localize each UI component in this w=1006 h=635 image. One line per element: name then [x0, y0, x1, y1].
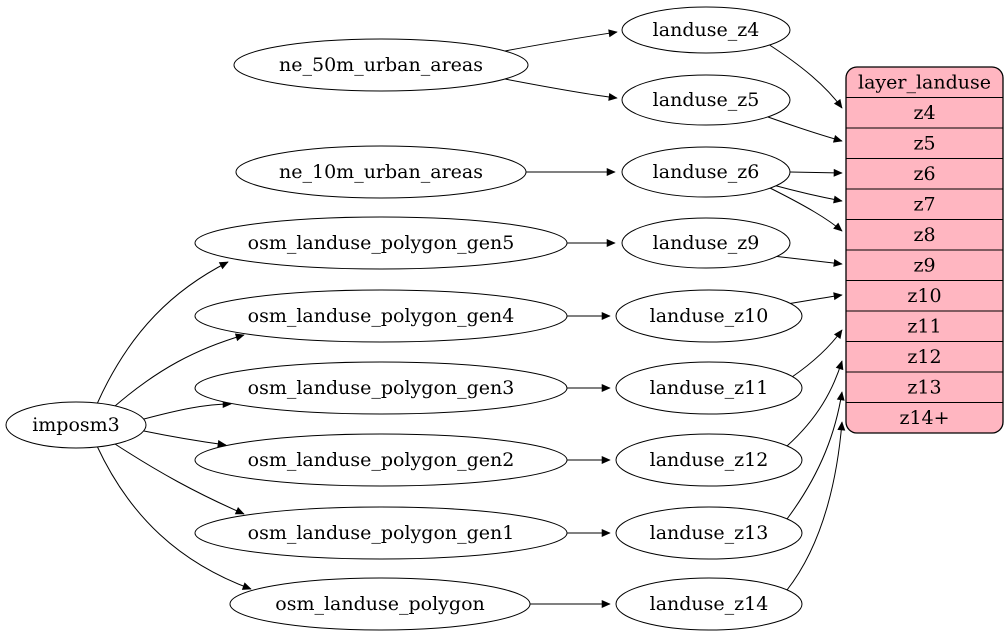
node-landuse_z13-shape	[615, 506, 803, 560]
edge-layer	[96, 29, 846, 608]
node-landuse_z5: landuse_z5	[621, 74, 791, 126]
table-row-label-z5: z5	[913, 133, 935, 155]
edge-imposm3-to-osm_landuse_polygon_gen5	[96, 261, 229, 405]
edge-landuse_z6-to-row-z6	[789, 168, 843, 177]
edge-landuse_z6-to-row-z8	[767, 186, 843, 232]
node-landuse_z4-label: landuse_z4	[653, 19, 760, 41]
edge-landuse_z12-to-row-z12	[786, 360, 844, 447]
node-ne_50m_urban_areas: ne_50m_urban_areas	[233, 38, 529, 92]
table-row-label-z12: z12	[907, 346, 941, 368]
node-osm_landuse_polygon_gen4-shape	[194, 289, 568, 343]
edge-landuse_z13-to-row-z13	[786, 391, 845, 520]
node-osm_landuse_polygon-label: osm_landuse_polygon	[275, 593, 485, 615]
table-row-label-z9: z9	[913, 255, 935, 277]
node-osm_landuse_polygon_gen2-shape	[194, 433, 568, 487]
node-landuse_z10-shape	[615, 289, 803, 343]
node-osm_landuse_polygon_gen1-label: osm_landuse_polygon_gen1	[248, 522, 515, 544]
node-landuse_z9: landuse_z9	[621, 217, 791, 269]
node-osm_landuse_polygon_gen2: osm_landuse_polygon_gen2	[194, 433, 568, 487]
node-landuse_z9-label: landuse_z9	[653, 232, 760, 254]
node-imposm3: imposm3	[5, 401, 147, 449]
node-ne_10m_urban_areas: ne_10m_urban_areas	[235, 145, 527, 199]
node-landuse_z4-shape	[621, 6, 791, 54]
table-title: layer_landuse	[858, 72, 991, 94]
edge-ne_50m_urban_areas-to-landuse_z5	[504, 78, 618, 101]
edge-landuse_z14-to-row-z14plus	[786, 421, 846, 591]
node-landuse_z13-label: landuse_z13	[650, 522, 769, 544]
node-osm_landuse_polygon_gen1: osm_landuse_polygon_gen1	[194, 506, 568, 560]
edge-imposm3-to-osm_landuse_polygon	[96, 445, 252, 590]
table-row-label-z4: z4	[913, 102, 935, 124]
table-row-label-z6: z6	[913, 163, 935, 185]
edge-imposm3-to-osm_landuse_polygon_gen3	[143, 400, 232, 420]
edge-landuse_z5-to-row-z5	[767, 116, 843, 143]
table-row-label-z10: z10	[907, 285, 941, 307]
table-row-label-z13: z13	[907, 377, 941, 399]
edge-landuse_z11-to-row-z11	[791, 329, 843, 378]
table-row-label-z11: z11	[907, 316, 941, 338]
edge-imposm3-to-osm_landuse_polygon_gen2	[143, 430, 227, 448]
node-landuse_z11-shape	[615, 361, 803, 415]
node-ne_50m_urban_areas-label: ne_50m_urban_areas	[279, 54, 483, 76]
node-landuse_z9-shape	[621, 217, 791, 269]
node-osm_landuse_polygon_gen4: osm_landuse_polygon_gen4	[194, 289, 568, 343]
table-row-label-z7: z7	[913, 194, 935, 216]
node-osm_landuse_polygon_gen3-shape	[194, 361, 568, 415]
node-osm_landuse_polygon_gen1-shape	[194, 506, 568, 560]
node-landuse_z6-shape	[621, 146, 791, 198]
table-layer_landuse: layer_landuse z4 z5 z6 z7 z8 z9 z10 z11 …	[845, 66, 1004, 434]
node-ne_10m_urban_areas-shape	[235, 145, 527, 199]
node-landuse_z10: landuse_z10	[615, 289, 803, 343]
node-osm_landuse_polygon: osm_landuse_polygon	[229, 577, 531, 631]
edge-imposm3-to-osm_landuse_polygon_gen1	[114, 443, 245, 515]
edge-ne_50m_urban_areas-to-landuse_z4	[504, 29, 618, 52]
node-landuse_z14: landuse_z14	[615, 577, 803, 631]
edge-landuse_z10-to-row-z10	[786, 292, 843, 305]
node-landuse_z5-label: landuse_z5	[653, 89, 760, 111]
node-imposm3-label: imposm3	[32, 414, 120, 436]
node-osm_landuse_polygon_gen2-label: osm_landuse_polygon_gen2	[248, 449, 515, 471]
node-osm_landuse_polygon_gen5-label: osm_landuse_polygon_gen5	[248, 232, 515, 254]
node-landuse_z12: landuse_z12	[615, 433, 803, 487]
node-landuse_z6: landuse_z6	[621, 146, 791, 198]
node-landuse_z4: landuse_z4	[621, 6, 791, 54]
node-landuse_z11: landuse_z11	[615, 361, 803, 415]
table-row-label-z14plus: z14+	[899, 407, 949, 429]
edge-landuse_z6-to-row-z7	[772, 184, 843, 204]
node-osm_landuse_polygon_gen5: osm_landuse_polygon_gen5	[194, 216, 568, 270]
node-landuse_z12-label: landuse_z12	[650, 449, 769, 471]
edge-landuse_z4-to-row-z4	[767, 43, 843, 109]
node-osm_landuse_polygon_gen3: osm_landuse_polygon_gen3	[194, 361, 568, 415]
node-landuse_z10-label: landuse_z10	[650, 305, 769, 327]
node-landuse_z11-label: landuse_z11	[650, 377, 769, 399]
node-osm_landuse_polygon_gen4-label: osm_landuse_polygon_gen4	[248, 305, 515, 327]
node-ne_10m_urban_areas-label: ne_10m_urban_areas	[279, 161, 483, 183]
table-row-label-z8: z8	[913, 224, 935, 246]
node-landuse_z5-shape	[621, 74, 791, 126]
node-osm_landuse_polygon-shape	[229, 577, 531, 631]
node-osm_landuse_polygon_gen3-label: osm_landuse_polygon_gen3	[248, 377, 515, 399]
node-landuse_z6-label: landuse_z6	[653, 161, 760, 183]
node-landuse_z14-shape	[615, 577, 803, 631]
edge-landuse_z9-to-row-z9	[772, 255, 843, 267]
node-landuse_z12-shape	[615, 433, 803, 487]
node-osm_landuse_polygon_gen5-shape	[194, 216, 568, 270]
node-imposm3-shape	[5, 401, 147, 449]
edge-imposm3-to-osm_landuse_polygon_gen4	[114, 333, 245, 407]
node-landuse_z14-label: landuse_z14	[650, 593, 769, 615]
node-landuse_z13: landuse_z13	[615, 506, 803, 560]
node-ne_50m_urban_areas-shape	[233, 38, 529, 92]
